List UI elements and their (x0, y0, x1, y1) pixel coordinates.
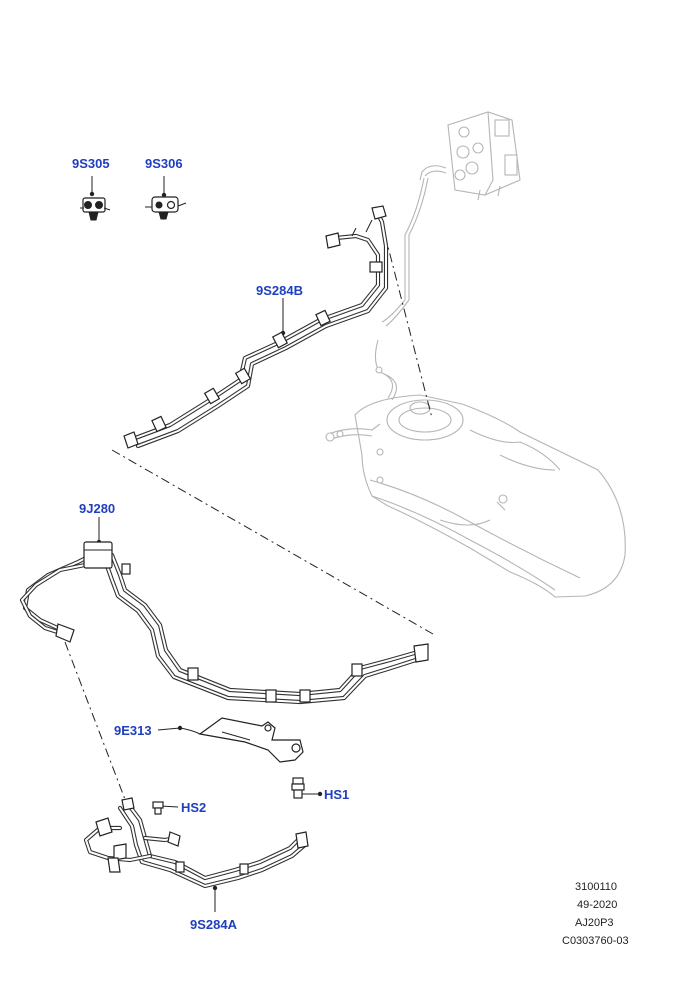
fuel-line-9s284b[interactable] (123, 205, 389, 449)
bracket-9e313[interactable] (198, 717, 304, 763)
bolt-hs2[interactable] (152, 801, 164, 815)
callout-hs2[interactable]: HS2 (181, 800, 206, 815)
bolt-hs1[interactable] (291, 777, 305, 799)
callout-9s284a[interactable]: 9S284A (190, 917, 238, 932)
reference-line-2: 49-2020 (577, 899, 617, 911)
reference-line-4: C0303760-03 (562, 935, 629, 947)
callout-9s306[interactable]: 9S306 (145, 156, 183, 171)
callout-9j280[interactable]: 9J280 (79, 501, 115, 516)
reference-line-1: 3100110 (575, 881, 617, 893)
callout-9s305[interactable]: 9S305 (72, 156, 110, 171)
fuel-line-9j280[interactable] (19, 541, 429, 705)
fuel-tank (325, 339, 626, 598)
callout-9s284b[interactable]: 9S284B (256, 283, 303, 298)
carbon-canister (381, 111, 521, 327)
reference-line-3: AJ20P3 (575, 917, 614, 929)
clip-9s305[interactable] (80, 197, 111, 221)
leader-lines (64, 176, 434, 912)
fuel-line-9s284a[interactable] (83, 797, 309, 889)
callout-9e313[interactable]: 9E313 (114, 723, 152, 738)
callout-hs1[interactable]: HS1 (324, 787, 349, 802)
clip-9s306[interactable] (145, 196, 187, 220)
